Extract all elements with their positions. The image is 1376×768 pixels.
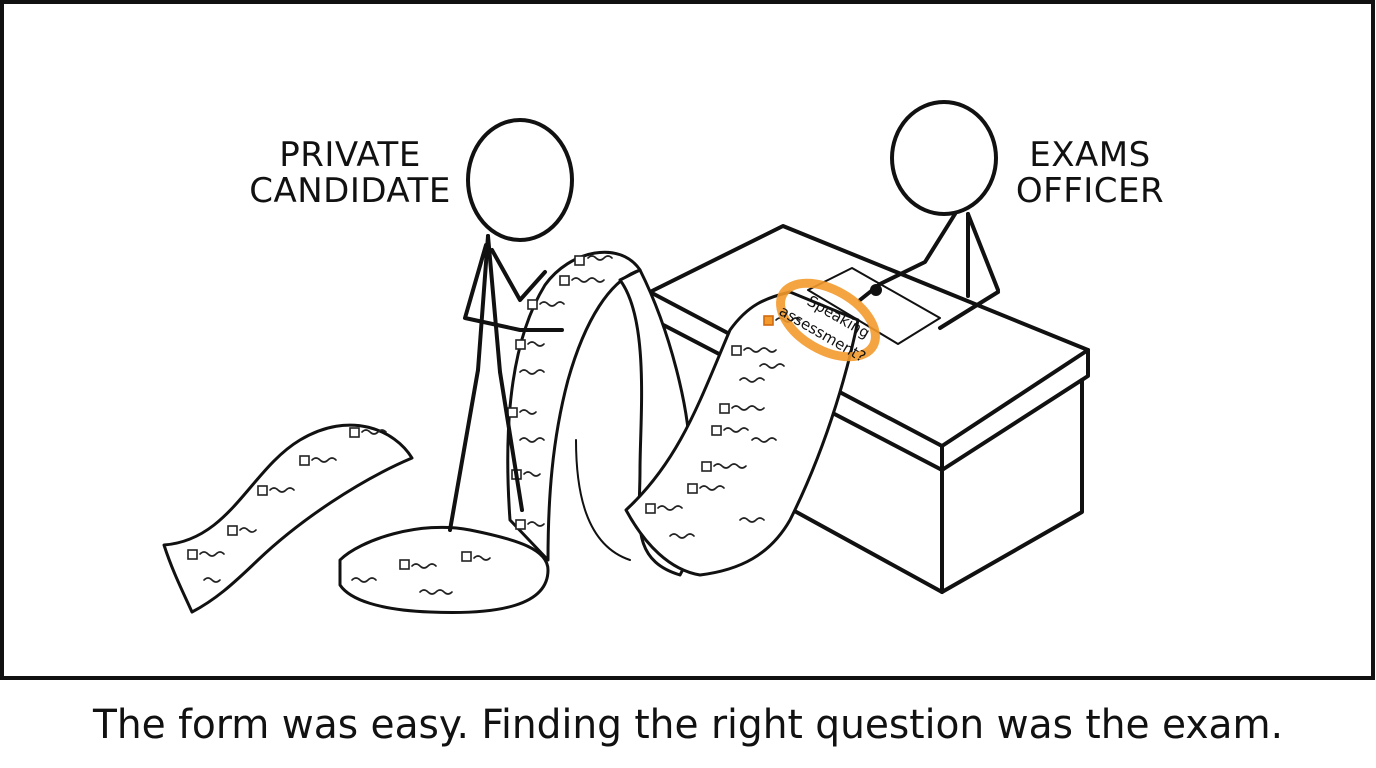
candidate-label-line2: CANDIDATE bbox=[249, 171, 451, 211]
desk-sheet bbox=[807, 267, 941, 345]
comic-caption: The form was easy. Finding the right que… bbox=[92, 702, 1283, 748]
highlighted-checkbox bbox=[763, 315, 774, 326]
form-scribbles bbox=[199, 255, 801, 595]
candidate-label-line1: PRIVATE bbox=[279, 135, 421, 175]
private-candidate-figure bbox=[448, 118, 574, 532]
officer-label-line2: OFFICER bbox=[1016, 171, 1164, 211]
form-checkboxes bbox=[187, 255, 774, 570]
officer-label-line1: EXAMS bbox=[1029, 135, 1150, 175]
exams-officer-figure bbox=[858, 100, 1000, 330]
